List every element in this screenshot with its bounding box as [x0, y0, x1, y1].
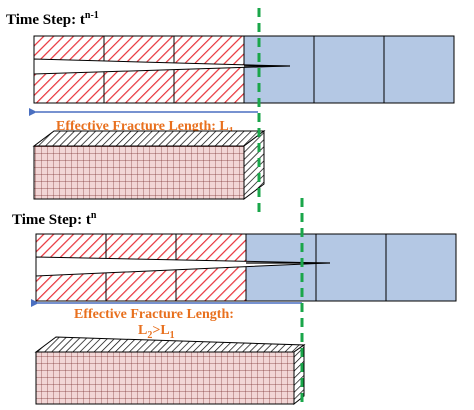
grid-block-top [32, 130, 266, 147]
grid-block-front [35, 351, 295, 405]
panel-1-title: Time Step: tn-1 [6, 10, 99, 28]
intact-cell-1 [243, 35, 315, 104]
grid-block [32, 130, 266, 200]
intact-cell-2 [315, 233, 387, 302]
fracture-wedge [33, 58, 289, 75]
effective-length-label-line1: Effective Fracture Length: [74, 307, 234, 322]
grid-block-front [33, 145, 245, 200]
panel-1: Time Step: tn-1 Effective Fracture Lengt… [6, 10, 455, 200]
intact-cell-1 [245, 233, 317, 302]
intact-cell-3 [385, 233, 457, 302]
fracture-wedge [35, 256, 329, 277]
effective-length-label-line2: L2>L1 [138, 323, 175, 341]
intact-cell-2 [313, 35, 385, 104]
intact-cell-3 [383, 35, 455, 104]
panel-2-title: Time Step: tn [12, 210, 97, 228]
grid-block [34, 336, 306, 406]
panel-2: Time Step: tn Effective Fracture Length:… [12, 210, 457, 406]
